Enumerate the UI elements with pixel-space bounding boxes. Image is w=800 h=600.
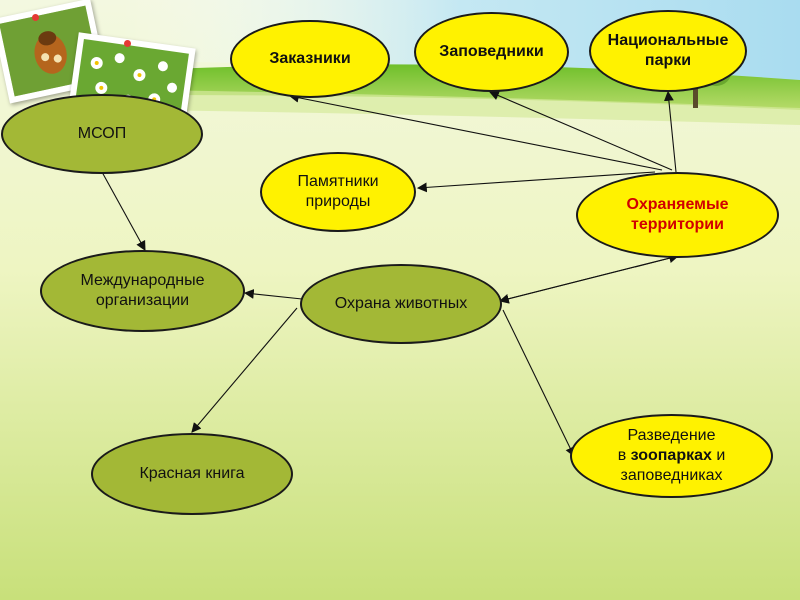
node-razvedenie: Разведение в зоопарках и заповедниках	[570, 414, 773, 498]
arrow-okhrana-to-razvedenie	[502, 309, 575, 457]
node-razvedenie-line2-suffix: и	[711, 447, 726, 464]
node-okhr-terr-line1: Охраняемые	[626, 196, 729, 213]
arrow-okhr-terr-to-zapovedniki	[488, 90, 673, 171]
node-pamyatniki-line1: Памятники	[297, 173, 379, 190]
pin-icon	[32, 14, 39, 21]
node-razvedenie-line1: Разведение	[627, 427, 716, 444]
node-nats-parki-line1: Национальные	[607, 32, 729, 49]
node-razvedenie-line3: заповедниках	[620, 467, 723, 484]
node-okhr-terr: Охраняемые территории	[576, 172, 779, 258]
node-okhr-terr-line2: территории	[631, 216, 724, 233]
node-razvedenie-line2: в зоопарках и	[618, 446, 726, 466]
node-krasnaya-label: Красная книга	[139, 465, 245, 482]
node-mezhd: Международные организации	[40, 250, 245, 332]
node-okhrana: Охрана животных	[300, 264, 502, 344]
node-razvedenie-line2-bold: зоопарках	[630, 447, 712, 464]
node-zapovedniki: Заповедники	[414, 12, 569, 92]
node-zapovedniki-label: Заповедники	[439, 43, 544, 60]
node-nats-parki-line2: парки	[644, 52, 692, 69]
node-zakazniki: Заказники	[230, 20, 390, 98]
arrow-okhr-terr-to-zakazniki	[288, 92, 663, 171]
arrow-okhr-terr-to-nats-parki	[663, 90, 677, 173]
node-razvedenie-line2-prefix: в	[617, 447, 631, 464]
arrow-okhrana-from-okhr-terr	[498, 255, 679, 304]
arrow-okhrana-to-krasnaya	[191, 307, 298, 433]
node-mezhd-line2: организации	[95, 292, 190, 309]
node-pamyatniki-line2: природы	[305, 193, 371, 210]
arrow-msop-to-mezhd	[101, 171, 146, 251]
arrow-okhrana-to-mezhd	[243, 288, 303, 300]
node-msop-label: МСОП	[77, 125, 127, 142]
node-krasnaya: Красная книга	[91, 433, 293, 515]
pin-icon	[124, 40, 131, 47]
node-msop: МСОП	[1, 94, 203, 174]
node-pamyatniki: Памятники природы	[260, 152, 416, 232]
node-okhrana-label: Охрана животных	[334, 295, 468, 312]
arrow-okhr-terr-to-pamyatniki	[416, 171, 656, 193]
node-mezhd-line1: Международные	[80, 272, 205, 289]
node-zakazniki-label: Заказники	[269, 50, 351, 67]
node-nats-parki: Национальные парки	[589, 10, 747, 92]
